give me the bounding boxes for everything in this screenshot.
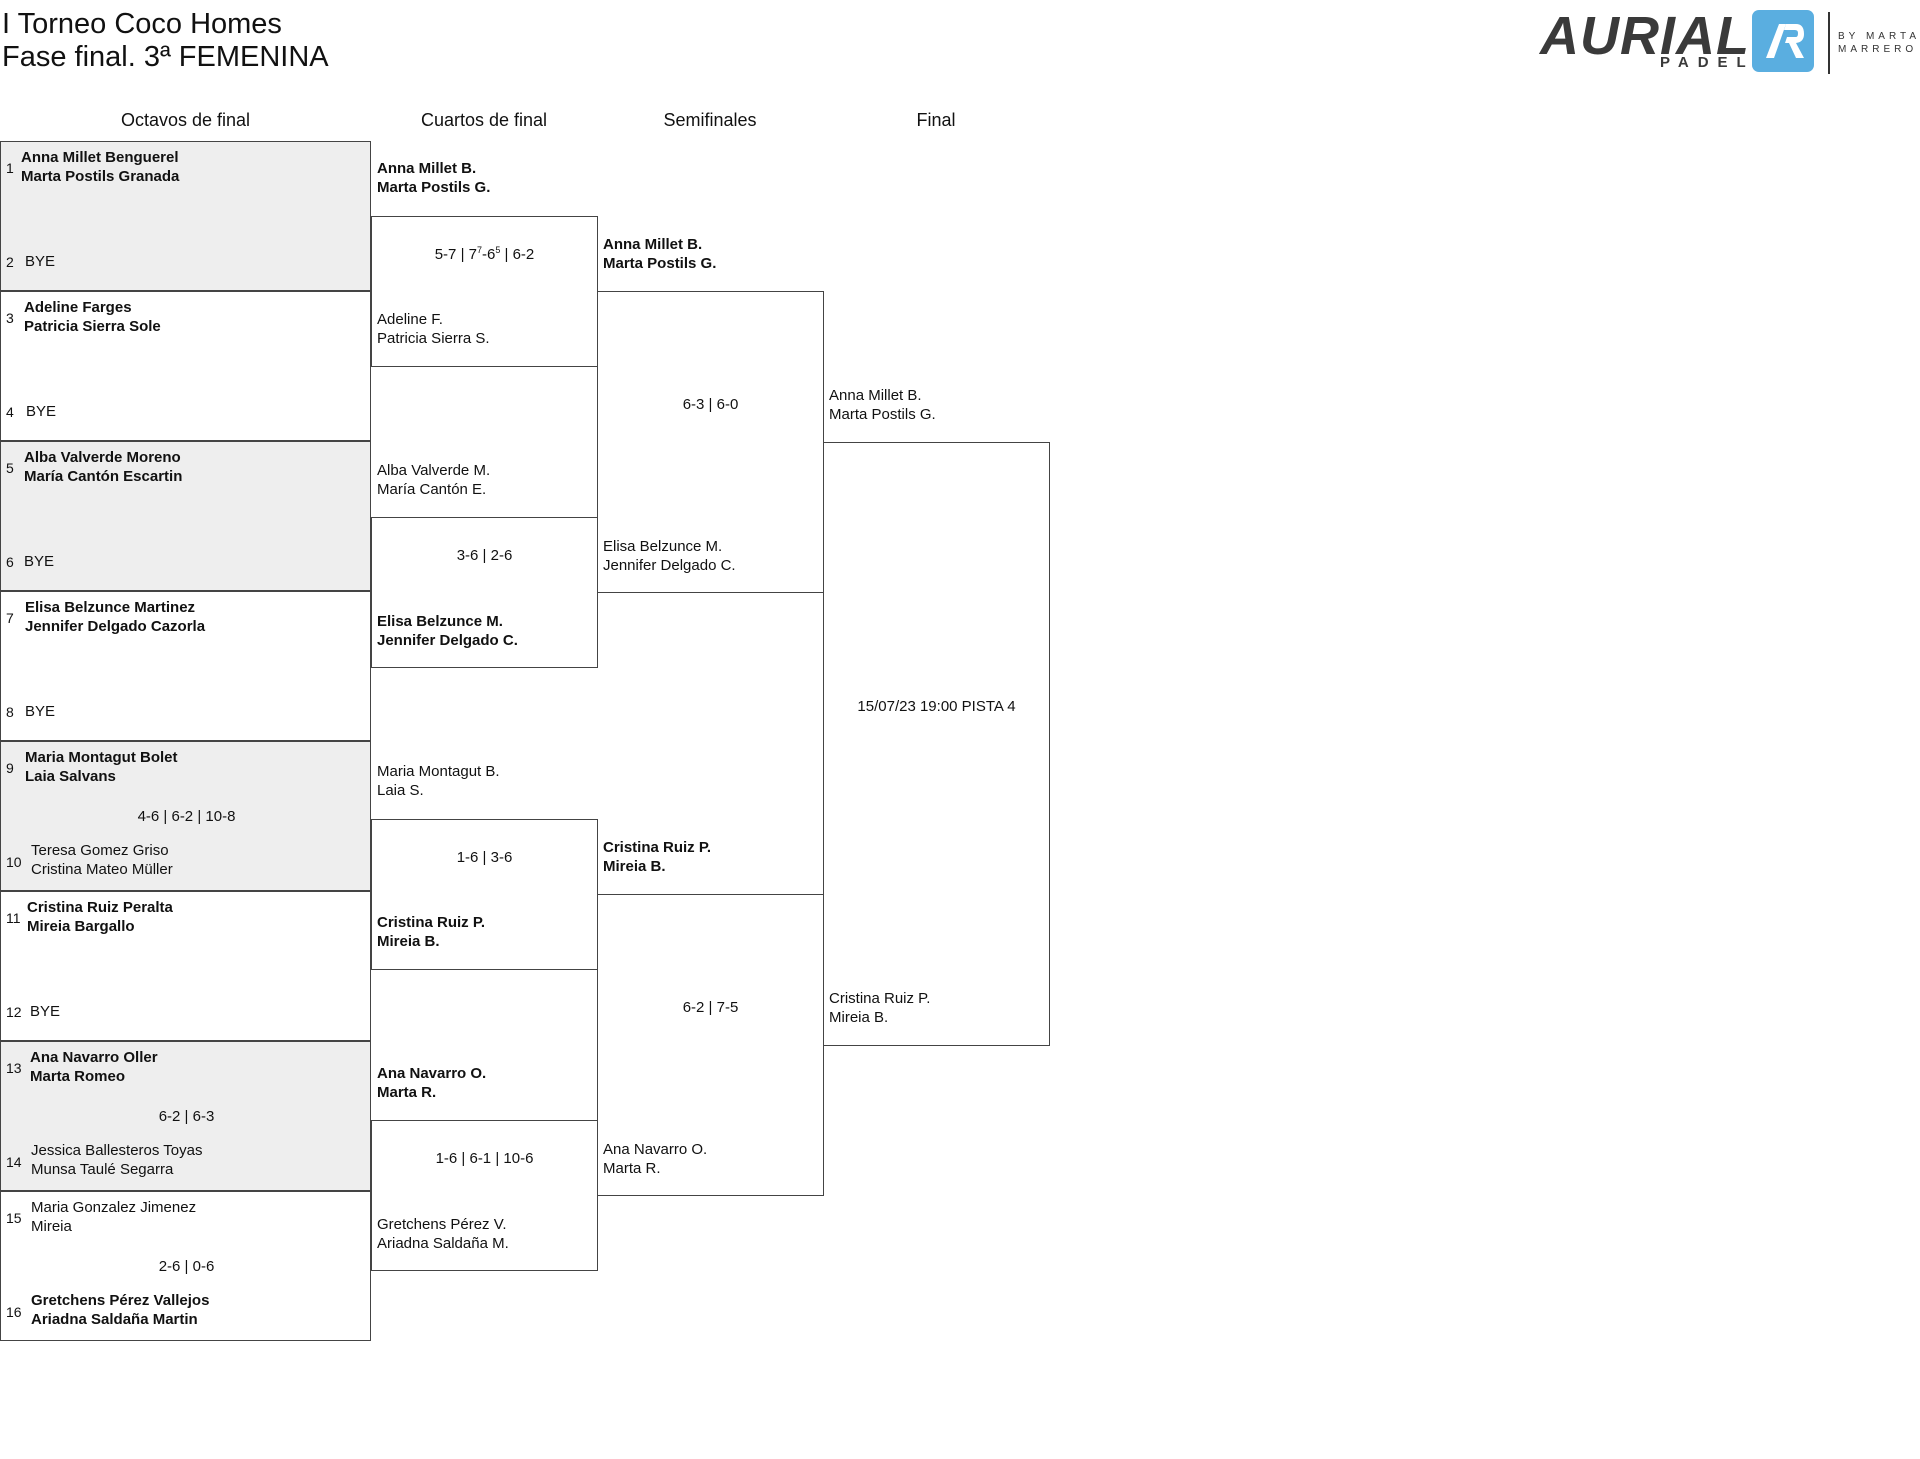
seed-number: 4: [6, 404, 14, 420]
logo-brand: AURIAL: [1540, 6, 1750, 66]
seed-number: 5: [6, 460, 14, 476]
seed-number: 7: [6, 610, 14, 626]
qf-team-top: Ana Navarro O.Marta R.: [377, 1065, 487, 1101]
seed-number: 9: [6, 760, 14, 776]
r16-score: 6-2 | 6-3: [158, 1108, 215, 1125]
sf-score: 6-3 | 6-0: [682, 396, 739, 413]
sf-match-box: 6-2 | 7-5: [597, 894, 824, 1196]
sf-match-box: 6-3 | 6-0: [597, 291, 824, 593]
final-match-box: 15/07/23 19:00 PISTA 4: [823, 442, 1050, 1046]
seed-number: 1: [6, 160, 14, 176]
seed-number: 13: [6, 1060, 22, 1076]
qf-team-bottom: Cristina Ruiz P.Mireia B.: [377, 914, 486, 950]
qf-score: 1-6 | 3-6: [456, 849, 513, 866]
sf-team-bottom: Elisa Belzunce M.Jennifer Delgado C.: [603, 538, 736, 574]
aurial-logo: AURIAL PADEL BY MARTA MARRERO: [1540, 8, 1920, 78]
qf-match-box: 1-6 | 6-1 | 10-6: [371, 1120, 598, 1271]
round-header-r16: Octavos de final: [120, 110, 251, 130]
qf-score: 3-6 | 2-6: [456, 547, 513, 564]
seed-number: 16: [6, 1304, 22, 1320]
round-header-sf: Semifinales: [663, 110, 757, 130]
final-info: 15/07/23 19:00 PISTA 4: [857, 698, 1016, 715]
qf-team-top: Maria Montagut B.Laia S.: [377, 763, 500, 799]
seed-number: 6: [6, 554, 14, 570]
tournament-name: I Torneo Coco Homes: [2, 8, 282, 40]
sf-team-top: Anna Millet B.Marta Postils G.: [603, 236, 717, 272]
r16-score: 2-6 | 0-6: [158, 1258, 215, 1275]
round-header-qf: Cuartos de final: [420, 110, 548, 130]
qf-team-bottom: Gretchens Pérez V.Ariadna Saldaña M.: [377, 1216, 509, 1252]
qf-match-box: 5-7 | 77-65 | 6-2: [371, 216, 598, 367]
seed-number: 11: [6, 910, 21, 926]
r16-team-bottom: BYE: [25, 253, 56, 270]
seed-number: 8: [6, 704, 14, 720]
qf-score: 5-7 | 77-65 | 6-2: [434, 245, 535, 264]
seed-number: 2: [6, 254, 14, 270]
r16-score: 4-6 | 6-2 | 10-8: [137, 808, 236, 825]
qf-match-box: 1-6 | 3-6: [371, 819, 598, 970]
qf-team-bottom: Adeline F.Patricia Sierra S.: [377, 311, 490, 347]
qf-team-bottom: Elisa Belzunce M.Jennifer Delgado C.: [377, 613, 518, 649]
r16-team-bottom: BYE: [30, 1003, 61, 1020]
sf-team-bottom: Ana Navarro O.Marta R.: [603, 1141, 708, 1177]
seed-number: 12: [6, 1004, 22, 1020]
sf-team-top: Cristina Ruiz P.Mireia B.: [603, 839, 712, 875]
seed-number: 3: [6, 310, 14, 326]
sf-score: 6-2 | 7-5: [682, 999, 739, 1016]
seed-number: 14: [6, 1154, 22, 1170]
r16-team-bottom: BYE: [26, 403, 57, 420]
r16-team-bottom: BYE: [24, 553, 55, 570]
final-team-bottom: Cristina Ruiz P.Mireia B.: [829, 990, 931, 1026]
seed-number: 10: [6, 854, 22, 870]
logo-by: BY MARTA MARRERO: [1838, 31, 1920, 55]
phase-name: Fase final. 3ª FEMENINA: [2, 41, 329, 73]
final-team-top: Anna Millet B.Marta Postils G.: [829, 387, 936, 423]
qf-team-top: Anna Millet B.Marta Postils G.: [377, 160, 491, 196]
qf-team-top: Alba Valverde M.María Cantón E.: [377, 462, 491, 498]
round-header-final: Final: [916, 110, 956, 130]
qf-match-box: 3-6 | 2-6: [371, 517, 598, 668]
aurial-badge-icon: [1752, 10, 1814, 72]
qf-score: 1-6 | 6-1 | 10-6: [435, 1150, 534, 1167]
r16-team-bottom: BYE: [25, 703, 56, 720]
seed-number: 15: [6, 1210, 22, 1226]
logo-divider: [1828, 12, 1830, 74]
logo-sub: PADEL: [1660, 54, 1755, 71]
page-title: I Torneo Coco Homes Fase final. 3ª FEMEN…: [2, 8, 329, 74]
